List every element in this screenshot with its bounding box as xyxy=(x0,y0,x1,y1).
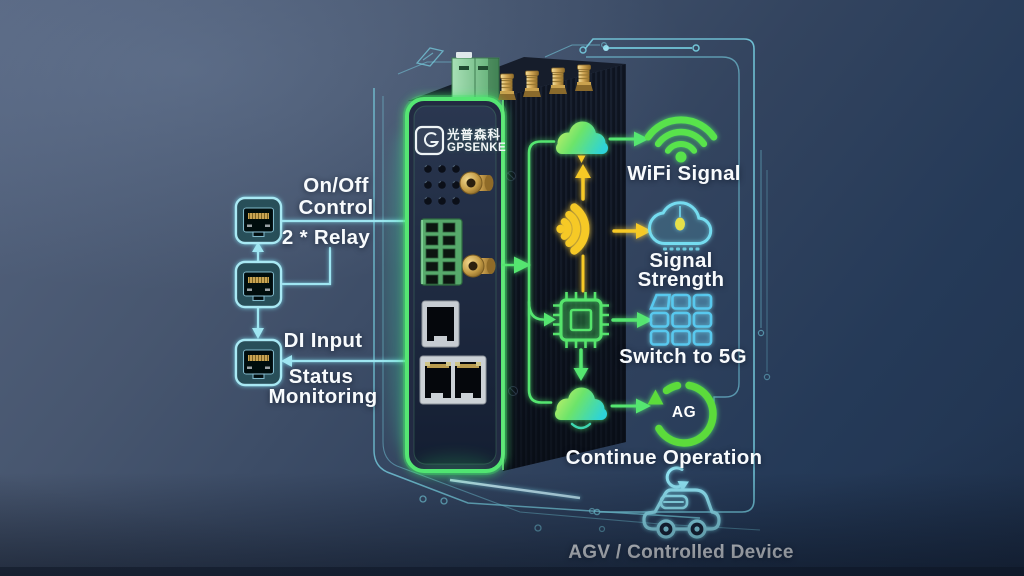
up-arrowhead-icon xyxy=(252,242,264,252)
sma-connector-icon xyxy=(461,254,496,278)
label-continue-operation: Continue Operation xyxy=(565,446,763,469)
led-indicators xyxy=(424,165,460,205)
wifi-arrowhead-icon xyxy=(634,131,649,147)
brand-name-en: GPSENKE xyxy=(447,142,507,154)
ag-arrowhead-icon xyxy=(636,398,651,414)
flow-green xyxy=(501,121,653,430)
tiny-down-arrowhead-icon xyxy=(577,155,586,163)
agv-car-icon xyxy=(642,466,721,539)
cloud-underline xyxy=(570,422,592,430)
right-icons xyxy=(642,116,721,539)
5g-arrowhead-icon xyxy=(637,312,653,328)
wifi-signal-icon xyxy=(644,116,718,163)
brand-name-cn: 光普森科 xyxy=(447,128,502,142)
label-di-input: DI Input xyxy=(283,329,363,352)
relay-branch-line xyxy=(281,246,332,286)
signal-dot-icon xyxy=(675,217,685,231)
ethernet-port-icon xyxy=(234,196,283,245)
label-status-line2: Monitoring xyxy=(268,385,378,408)
grid-5g-icon xyxy=(649,293,713,346)
flow-branch-cpu xyxy=(527,300,545,321)
io-terminal-block xyxy=(420,218,463,286)
up-arrowhead-icon xyxy=(575,164,591,178)
label-wifi-signal: WiFi Signal xyxy=(627,162,741,185)
side-screws xyxy=(506,171,518,396)
ethernet-port-icon xyxy=(234,260,283,309)
background-circuit-traces xyxy=(0,38,1024,576)
label-on-off-line1: On/Off xyxy=(303,174,369,197)
cpu-in-arrowhead-icon xyxy=(544,312,556,327)
ag-badge: AG xyxy=(671,404,697,421)
down-arrowhead-icon xyxy=(252,328,264,339)
label-status-line1: Status xyxy=(288,365,354,388)
label-on-off-line2: Control xyxy=(298,196,374,219)
cpu-icon xyxy=(553,292,609,348)
sma-connector-icon xyxy=(459,171,494,195)
left-arrowhead-icon xyxy=(281,355,292,367)
refresh-arrow-icon xyxy=(665,466,685,489)
label-signal-line2: Strength xyxy=(637,268,725,291)
down-arrowhead-icon xyxy=(573,368,589,381)
signal-wave-icon xyxy=(560,218,572,240)
router-output-arrowhead-icon xyxy=(514,256,531,274)
right-arrowhead-icon xyxy=(636,223,652,239)
label-relay: 2 * Relay xyxy=(281,226,371,249)
router-front-panel xyxy=(403,95,507,481)
refresh-ag-icon xyxy=(647,381,717,447)
signal-strength-cloud-icon xyxy=(650,203,711,251)
flow-trunk-line xyxy=(527,140,556,404)
label-agv-device: AGV / Controlled Device xyxy=(568,542,794,563)
ethernet-port-icon xyxy=(234,338,283,387)
label-signal-line1: Signal xyxy=(649,249,713,272)
lan-port-single xyxy=(421,300,460,348)
flow-yellow xyxy=(556,155,652,293)
lan-port-dual xyxy=(419,355,487,405)
router-device xyxy=(386,52,626,481)
brand-logo-icon xyxy=(414,125,445,156)
label-switch-to-5g: Switch to 5G xyxy=(619,345,747,368)
